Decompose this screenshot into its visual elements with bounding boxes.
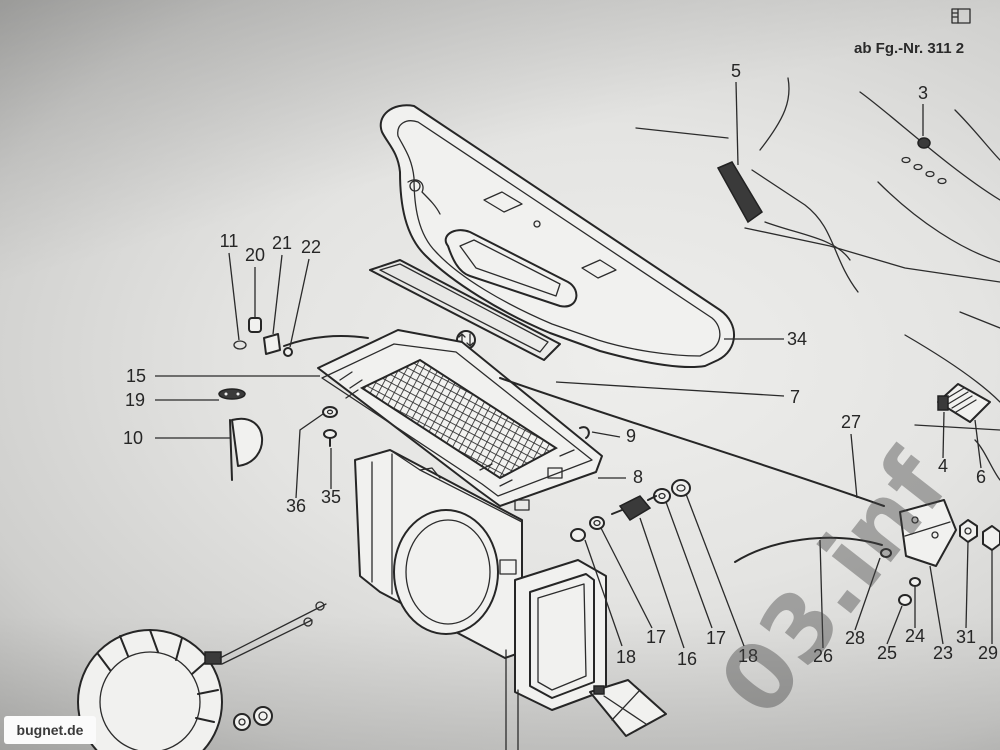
part-29-nut xyxy=(982,525,1000,551)
callout-20: 20 xyxy=(245,245,265,265)
cables xyxy=(283,335,885,563)
book-icon[interactable] xyxy=(951,8,971,24)
part-20-clip xyxy=(248,317,262,333)
callout-31: 31 xyxy=(956,627,976,647)
part-4-6-vent-piece xyxy=(937,383,991,423)
part-9-clip xyxy=(579,426,590,439)
callout-29: 29 xyxy=(978,643,998,663)
callout-labels: 5 3 11 20 21 22 34 15 19 10 7 9 8 27 36 … xyxy=(123,61,998,669)
leader-lines xyxy=(155,81,993,649)
callout-17-right: 17 xyxy=(706,628,726,648)
callout-9: 9 xyxy=(626,426,636,446)
heater-housing xyxy=(354,449,523,659)
overlay-watermark: 03.inf xyxy=(699,432,969,735)
callout-6: 6 xyxy=(976,467,986,487)
callout-23: 23 xyxy=(933,643,953,663)
callout-35: 35 xyxy=(321,487,341,507)
blower-fan xyxy=(77,601,327,750)
callout-10: 10 xyxy=(123,428,143,448)
callout-4: 4 xyxy=(938,456,948,476)
part-19-gasket xyxy=(218,388,246,400)
callout-19: 19 xyxy=(125,390,145,410)
callout-11: 11 xyxy=(220,231,239,251)
part-31-nut xyxy=(959,519,978,543)
part-17-washer xyxy=(589,488,671,530)
callout-3: 3 xyxy=(918,83,928,103)
callout-27: 27 xyxy=(841,412,861,432)
part-18-washer xyxy=(570,479,691,542)
part-35-screw xyxy=(323,429,337,447)
callout-34: 34 xyxy=(787,329,807,349)
callout-25: 25 xyxy=(877,643,897,663)
duct-frame xyxy=(505,559,607,750)
callout-5: 5 xyxy=(731,61,741,81)
part-34-inlet-cover xyxy=(379,104,735,369)
callout-7: 7 xyxy=(790,387,800,407)
part-3-clip xyxy=(917,137,931,149)
part-22-screw xyxy=(283,347,293,357)
part-7-gasket xyxy=(369,259,561,361)
callout-26: 26 xyxy=(813,646,833,666)
part-11-ring xyxy=(233,340,247,350)
vent-holes xyxy=(901,156,947,185)
serial-number-note: ab Fg.-Nr. 311 2 xyxy=(854,40,964,57)
callout-17-left: 17 xyxy=(646,627,666,647)
callout-8: 8 xyxy=(633,467,643,487)
part-15-grille-frame xyxy=(317,329,603,511)
callout-24: 24 xyxy=(905,626,925,646)
part-21-bracket xyxy=(263,333,281,355)
callout-18-right: 18 xyxy=(738,646,758,666)
part-28-clip xyxy=(880,548,892,558)
flap-plate xyxy=(589,679,667,737)
callout-15: 15 xyxy=(126,366,146,386)
part-23-bracket xyxy=(899,499,957,567)
callout-22: 22 xyxy=(301,237,321,257)
callout-18-left: 18 xyxy=(616,647,636,667)
part-10-cover-bracket xyxy=(229,417,263,481)
site-watermark: bugnet.de xyxy=(4,716,96,744)
callout-16: 16 xyxy=(677,649,697,669)
part-25-screw xyxy=(898,594,912,606)
callout-28: 28 xyxy=(845,628,865,648)
part-36-washer xyxy=(322,406,338,418)
vehicle-body-outline xyxy=(635,77,1000,481)
part-5-seal-strip xyxy=(716,161,763,224)
part-16-connector xyxy=(611,495,657,521)
part-24-washer xyxy=(909,577,921,587)
callout-21: 21 xyxy=(272,233,292,253)
callout-36: 36 xyxy=(286,496,306,516)
